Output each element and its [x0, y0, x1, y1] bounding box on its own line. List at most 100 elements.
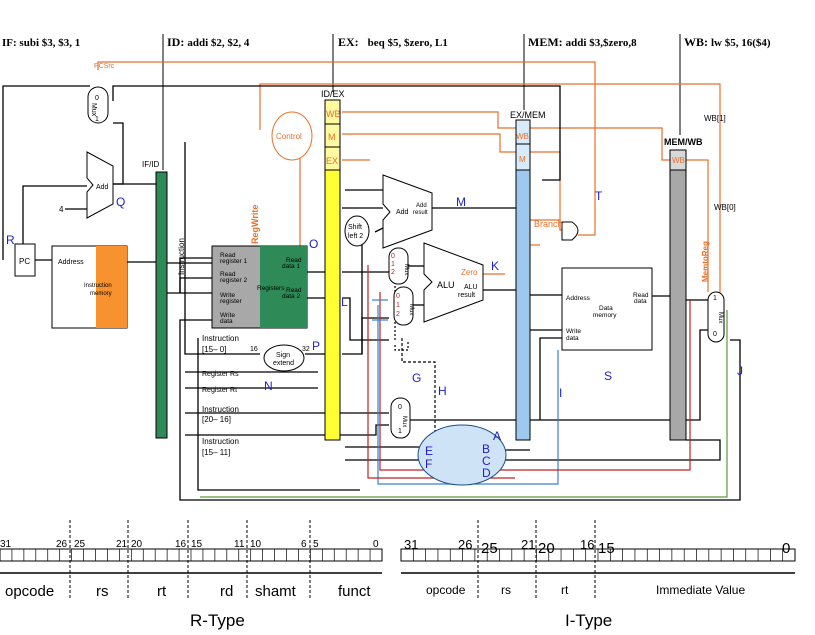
zero-label: Zero: [461, 268, 478, 277]
letter-m: M: [456, 195, 466, 209]
stage-wb-label: WB: lw $5, 16($4): [684, 35, 771, 49]
svg-text:Mux: Mux: [401, 416, 407, 427]
pc-adder: [86, 151, 114, 219]
svg-text:Address: Address: [566, 295, 591, 302]
letter-p: P: [312, 339, 320, 353]
stage-if-label: IF: subi $3, $3, 1: [2, 37, 80, 49]
svg-text:Register Rt: Register Rt: [202, 387, 237, 394]
svg-text:21: 21: [116, 539, 128, 550]
data-wires: [2, 85, 741, 501]
svg-text:1: 1: [396, 302, 400, 309]
idex-label: ID/EX: [321, 89, 345, 99]
svg-text:Mux: Mux: [403, 264, 409, 275]
svg-text:31: 31: [0, 539, 12, 550]
memwb-label: MEM/WB: [664, 137, 703, 147]
svg-text:Write: Write: [220, 312, 235, 319]
idex-wb: WB: [326, 109, 341, 119]
svg-text:0: 0: [782, 540, 790, 557]
svg-text:[15– 0]: [15– 0]: [202, 345, 226, 354]
svg-text:result: result: [458, 292, 475, 299]
exmem-m: M: [519, 155, 526, 164]
ifid-label: IF/ID: [142, 160, 160, 169]
svg-text:20: 20: [131, 539, 143, 550]
pc-label: PC: [19, 257, 30, 266]
svg-text:Register Rs: Register Rs: [202, 371, 239, 378]
letter-k: K: [491, 259, 499, 273]
svg-text:32: 32: [302, 346, 310, 353]
ifid-instruction-label: Instruction: [177, 238, 186, 275]
svg-text:data 2: data 2: [282, 293, 300, 300]
alu: [423, 242, 484, 323]
svg-text:15: 15: [598, 540, 615, 557]
const-four: 4: [59, 205, 64, 214]
svg-text:Read: Read: [220, 252, 236, 259]
branch-and-gate: [561, 221, 579, 241]
itype-field-rs: rs: [501, 583, 511, 597]
svg-text:register 2: register 2: [220, 277, 247, 284]
svg-text:1: 1: [95, 116, 99, 123]
imem-label-2: memory: [90, 291, 112, 297]
pc-adder-label: Add: [96, 184, 109, 191]
svg-text:Write: Write: [220, 292, 235, 299]
svg-text:Sign: Sign: [276, 352, 290, 359]
svg-text:Read: Read: [633, 292, 649, 299]
wb0-label: WB[0]: [714, 203, 736, 212]
alu-mux-b: [393, 286, 414, 326]
svg-text:[20– 16]: [20– 16]: [202, 415, 231, 424]
pcsrc-label: PCSrc: [94, 63, 115, 70]
letter-h: H: [438, 384, 447, 398]
memwb-wb: WB: [672, 156, 685, 165]
svg-text:0: 0: [391, 253, 395, 260]
memtoreg-mux: [707, 291, 725, 343]
svg-text:Mux: Mux: [717, 312, 723, 323]
rtype-field-funct: funct: [338, 583, 371, 600]
letter-i: I: [559, 386, 562, 400]
rtype-format: 31 26 25 21 20 16 15 11 10 6 5 0 opcode …: [0, 520, 383, 630]
svg-text:21: 21: [521, 537, 535, 552]
rtype-field-rt: rt: [157, 583, 167, 600]
svg-text:Write: Write: [566, 328, 581, 335]
svg-text:Read: Read: [286, 287, 302, 294]
svg-text:Data: Data: [599, 305, 613, 312]
svg-text:26: 26: [56, 539, 68, 550]
pc-register: [14, 243, 36, 277]
svg-text:1: 1: [398, 428, 402, 435]
svg-text:11: 11: [234, 539, 245, 550]
svg-text:16: 16: [250, 346, 258, 353]
svg-text:Instruction: Instruction: [202, 437, 239, 446]
letter-f: F: [425, 457, 432, 471]
sign-extend: [263, 344, 305, 372]
svg-text:0: 0: [95, 95, 99, 102]
svg-text:[15– 11]: [15– 11]: [202, 448, 230, 457]
svg-text:data 1: data 1: [282, 263, 300, 270]
imem-label-1: Instruction: [84, 283, 112, 289]
stage-id-label: ID: addi $2, $2, 4: [167, 35, 250, 49]
branch-adder: [382, 174, 433, 249]
control-label: Control: [276, 132, 302, 141]
svg-text:15: 15: [191, 539, 203, 550]
letter-s: S: [604, 369, 612, 383]
svg-text:data: data: [220, 318, 233, 325]
svg-text:register 1: register 1: [220, 258, 247, 265]
svg-text:ALU: ALU: [437, 280, 455, 290]
memtoreg-label: MemtoReg: [701, 241, 710, 282]
svg-text:Add: Add: [416, 203, 427, 209]
control-unit: [271, 111, 313, 161]
letter-d: D: [482, 466, 491, 480]
svg-text:data: data: [566, 335, 579, 342]
rtype-field-shamt: shamt: [255, 583, 297, 600]
letter-n: N: [264, 379, 273, 393]
letter-l: L: [341, 295, 348, 309]
wb1-label: WB[1]: [704, 114, 726, 123]
exmem-label: EX/MEM: [510, 110, 546, 120]
svg-text:result: result: [413, 210, 428, 216]
svg-text:10: 10: [250, 539, 262, 550]
letter-o: O: [309, 237, 318, 251]
svg-text:memory: memory: [593, 312, 617, 319]
letter-e: E: [425, 444, 433, 458]
imem-address: Address: [58, 259, 84, 266]
svg-text:25: 25: [481, 540, 498, 557]
ifid-register-bar: [155, 171, 168, 439]
idex-ex: EX: [326, 156, 338, 166]
svg-text:16: 16: [580, 537, 594, 552]
